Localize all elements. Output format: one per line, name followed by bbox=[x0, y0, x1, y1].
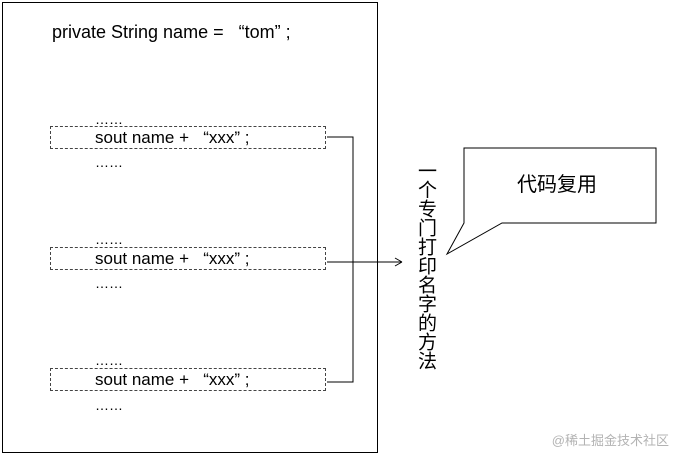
watermark: @稀土掘金技术社区 bbox=[551, 433, 669, 448]
sout-box-3 bbox=[50, 368, 326, 391]
sout-box-2 bbox=[50, 247, 326, 270]
sout-statement-3: sout name + “xxx” ; bbox=[95, 370, 250, 389]
field-declaration: private String name = “tom” ; bbox=[52, 22, 291, 42]
ellipsis-after-2: …… bbox=[95, 275, 123, 291]
ellipsis-before-1: …… bbox=[95, 111, 123, 127]
ellipsis-before-3: …… bbox=[95, 352, 123, 368]
sout-statement-1: sout name + “xxx” ; bbox=[95, 128, 250, 147]
arrow-head bbox=[394, 257, 403, 267]
ellipsis-before-2: …… bbox=[95, 231, 123, 247]
sout-statement-2: sout name + “xxx” ; bbox=[95, 249, 250, 268]
ellipsis-after-3: …… bbox=[95, 397, 123, 413]
callout-label: 代码复用 bbox=[517, 174, 597, 196]
sout-box-1 bbox=[50, 126, 326, 149]
callout-bubble bbox=[445, 147, 657, 256]
code-panel bbox=[2, 2, 378, 453]
method-label: 一个专门打印名字的方法 bbox=[415, 161, 436, 370]
ellipsis-after-1: …… bbox=[95, 154, 123, 170]
bracket-connector bbox=[327, 136, 354, 383]
